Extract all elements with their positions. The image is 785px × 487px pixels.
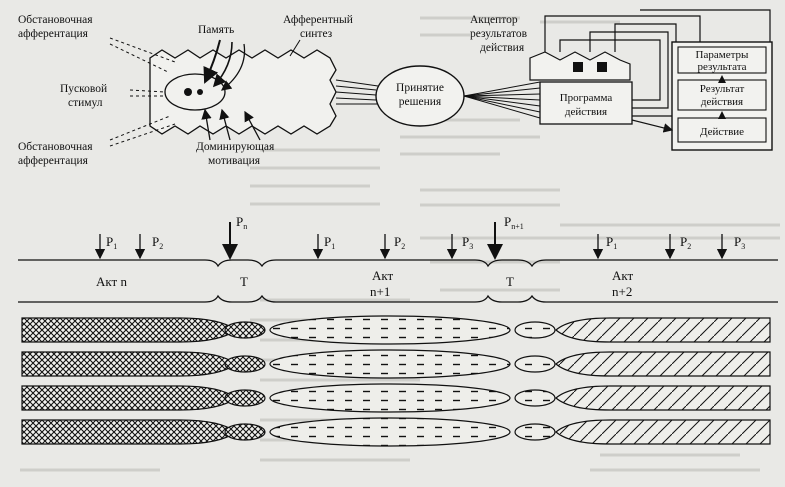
situational-afferentation-bottom-line2: афферентация xyxy=(18,155,89,167)
act-bar xyxy=(18,259,778,303)
action-box xyxy=(677,117,767,143)
trigger-stimulus-line1: Пусковой xyxy=(60,83,107,95)
act-n2-label-line1: Акт xyxy=(612,268,634,283)
dominant-motivation-line1: Доминирующая xyxy=(196,141,275,153)
program-box xyxy=(539,81,633,125)
decision-line2: решения xyxy=(399,96,442,108)
act-n2-label-line2: n+2 xyxy=(612,284,632,299)
action-result-line1: Результат xyxy=(700,83,745,95)
pn-label: Pn xyxy=(236,214,247,231)
action-result-line2: действия xyxy=(701,96,743,108)
afferent-synthesis-body xyxy=(149,49,337,135)
acceptor-line3: действия xyxy=(480,42,525,54)
bottom-act-sequence-diagram: P1 P2 Pn P1 P2 P3 Pn+1 P1 P2 P3 Акт n T … xyxy=(18,214,778,447)
action-label: Действие xyxy=(700,126,744,138)
p3-label-act-n2: P3 xyxy=(734,234,745,251)
transition-label-1: T xyxy=(240,274,248,289)
afferent-synthesis-line2: синтез xyxy=(300,28,333,40)
pattern-row-4 xyxy=(21,417,771,447)
act-n-label: Акт n xyxy=(96,274,127,289)
result-parameters-line2: результата xyxy=(697,61,746,73)
p2-label-act-n: P2 xyxy=(152,234,163,251)
program-line2: действия xyxy=(565,106,607,118)
program-line1: Программа xyxy=(560,92,613,104)
memory-label: Память xyxy=(198,24,234,36)
pn1-label: Pn+1 xyxy=(504,214,524,231)
transition-label-2: T xyxy=(506,274,514,289)
p3-label-act-n1: P3 xyxy=(462,234,473,251)
p1-label-act-n1: P1 xyxy=(324,234,335,251)
situational-afferentation-bottom-line1: Обстановочная xyxy=(18,141,93,153)
acceptor-line1: Акцептор xyxy=(470,14,518,26)
p2-label-act-n2: P2 xyxy=(680,234,691,251)
result-parameters-line1: Параметры xyxy=(696,49,749,61)
situational-afferentation-top-line2: афферентация xyxy=(18,28,89,40)
pattern-row-3 xyxy=(21,383,771,413)
trigger-stimulus-line2: стимул xyxy=(68,97,103,109)
p2-label-act-n1: P2 xyxy=(394,234,405,251)
top-functional-system-diagram: Обстановочная афферентация Пусковой стим… xyxy=(18,9,773,167)
act-n1-label-line2: n+1 xyxy=(370,284,390,299)
act-n1-label-line1: Акт xyxy=(372,268,394,283)
trigger-ellipse xyxy=(164,73,226,111)
situational-afferentation-top-line1: Обстановочная xyxy=(18,14,93,26)
pattern-row-1 xyxy=(21,315,771,345)
p1-label-act-n: P1 xyxy=(106,234,117,251)
afferent-synthesis-line1: Афферентный xyxy=(283,14,353,26)
pattern-row-2 xyxy=(21,349,771,379)
dominant-motivation-line2: мотивация xyxy=(208,155,261,167)
result-parameters-box xyxy=(677,46,767,74)
decision-line1: Принятие xyxy=(396,82,444,94)
p1-label-act-n2: P1 xyxy=(606,234,617,251)
acceptor-line2: результатов xyxy=(470,28,528,40)
